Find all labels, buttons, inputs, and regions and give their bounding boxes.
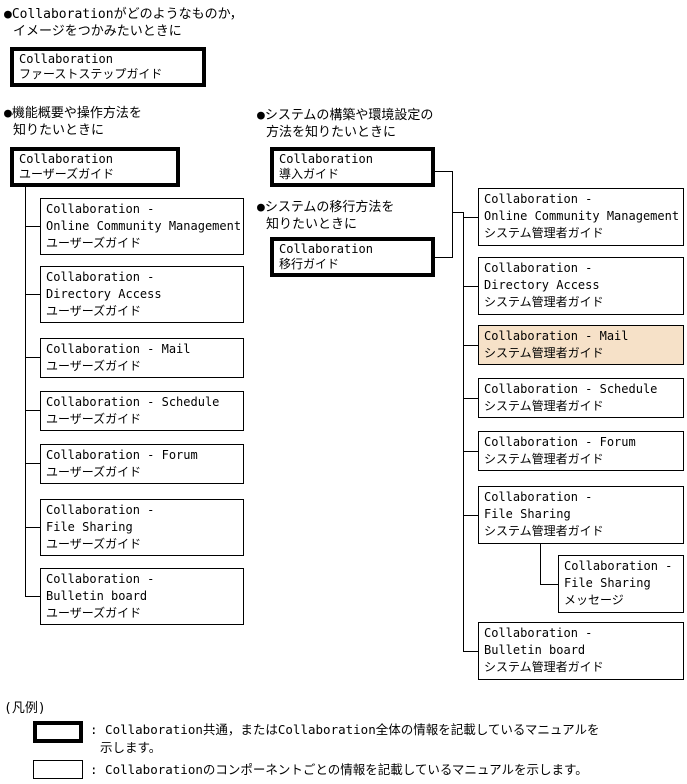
legend-thick-box-symbol [33,721,83,743]
setup-heading-line2: 方法を知りたいときに [266,125,397,140]
legend-title: (凡例) [4,701,46,716]
connector-right-trunk [463,212,464,651]
connector-line [463,217,478,218]
connector-line [540,584,558,585]
box-admin-online-community-management[interactable]: Collaboration -Online Community Manageme… [478,188,684,246]
connector-line [463,515,478,516]
connector-line [463,651,478,652]
connector-line [540,544,541,585]
connector-line [25,596,40,597]
first-step-heading-line2: イメージをつかみたいときに [13,24,182,39]
connector-line [25,226,40,227]
connector-line [463,286,478,287]
connector-line [25,357,40,358]
connector-line [25,527,40,528]
migration-heading-line2: 知りたいときに [266,217,358,232]
legend-thick-text-line2: 示します。 [100,740,162,755]
migration-heading-line1: ●システムの移行方法を [257,200,395,215]
migration-heading: ●システムの移行方法を 知りたいときに [257,199,394,233]
connector-line [25,463,40,464]
legend-thin-box-symbol [33,760,83,779]
first-step-heading: ●Collaborationがどのようなものか， イメージをつかみたいときに [4,6,243,40]
connector-line [463,345,478,346]
setup-heading-line1: ●システムの構築や環境設定の [257,108,434,123]
user-guide-heading-line1: ●機能概要や操作方法を [4,106,142,121]
legend-thick-text: : Collaboration共通，またはCollaboration全体の情報を… [90,721,599,757]
connector-line [463,451,478,452]
connector-line [452,171,453,258]
legend-thin-text: : Collaborationのコンポーネントごとの情報を記載しているマニュアル… [90,762,588,777]
connector-line [435,171,453,172]
connector-line [25,294,40,295]
connector-line [435,257,453,258]
setup-heading: ●システムの構築や環境設定の 方法を知りたいときに [257,107,433,141]
box-user-online-community-management[interactable]: Collaboration -Online Community Manageme… [40,198,244,255]
connector-line [463,398,478,399]
connector-line [452,212,464,213]
connector-left-trunk [25,187,26,596]
legend-thick-text-line1: : Collaboration共通，またはCollaboration全体の情報を… [90,722,600,737]
user-guide-heading-line2: 知りたいときに [13,123,105,138]
user-guide-heading: ●機能概要や操作方法を 知りたいときに [4,105,142,139]
connector-line [25,410,40,411]
first-step-heading-line1: ●Collaborationがどのようなものか， [4,7,243,22]
